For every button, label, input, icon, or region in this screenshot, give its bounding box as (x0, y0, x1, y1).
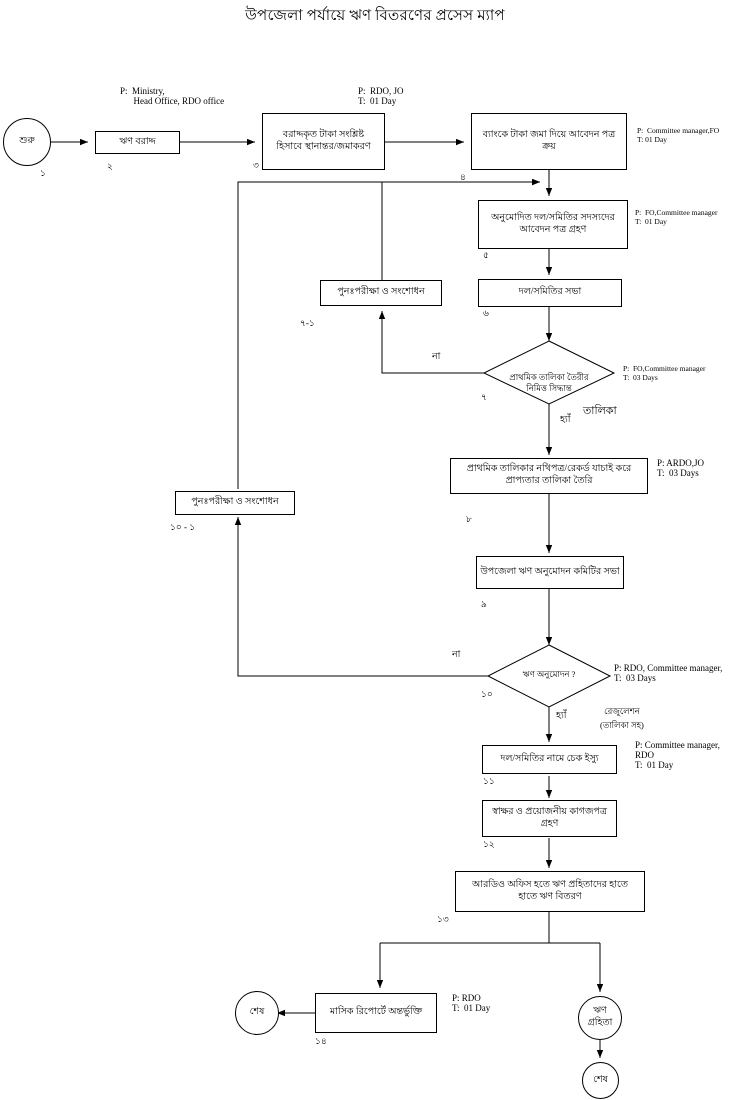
step-number-3: ৩ (253, 160, 259, 170)
end-left-label: শেষ (249, 1007, 265, 1018)
start-node[interactable]: শুরু (3, 118, 51, 166)
branch-label-no-10: না (452, 650, 461, 660)
annotation-talika: তালিকা (583, 405, 617, 417)
edge-13-split (380, 912, 600, 944)
step-number-6: ৬ (483, 308, 489, 318)
node-borrower[interactable]: ঋণ গ্রহিতা (578, 996, 622, 1040)
annotation-ministry: P: Ministry, Head Office, RDO office (120, 86, 225, 106)
decision-10-label[interactable]: ঋণ অনুমোদন ? (479, 669, 619, 680)
step-number-5: ৫ (483, 250, 489, 260)
node-recheck-correction-10[interactable]: পুনঃপরীক্ষা ও সংশোধন (175, 491, 295, 515)
step-number-10: ১০ (481, 689, 493, 699)
decision-10-shape (486, 644, 612, 708)
node-6-label: দল/সমিতির সভা (518, 287, 582, 298)
node-9-label: উপজেলা ঋণ অনুমোদন কমিটির সভা (480, 566, 620, 577)
annotation-rdo-committee-manager: P: RDO, Committee manager, T: 03 Days (614, 663, 723, 683)
node-8-label: প্রাথমিক তালিকার নথিপত্র/রেকর্ড যাচাই কর… (466, 464, 632, 486)
node-receive-applications[interactable]: অনুমোদিত দল/সমিতির সদস্যদের আবেদন পত্র গ… (478, 200, 628, 249)
branch-label-no-7: না (432, 352, 441, 362)
node-monthly-report[interactable]: মাসিক রিপোর্টে অন্তর্ভুক্তি (315, 993, 437, 1033)
step-number-2: ২ (107, 161, 113, 171)
step-number-9: ৯ (481, 599, 487, 609)
annotation-fo-committee-manager: P: FO,Committee manager T: 01 Day (635, 208, 718, 226)
annotation-resolution: রেজুলেশন (তালিকা সহ) (600, 706, 644, 730)
annotation-fo-committee-manager-3days: P: FO,Committee manager T: 03 Days (623, 364, 706, 382)
decision-10-text: ঋণ অনুমোদন ? (522, 669, 576, 679)
node-4-label: ব্যাংকে টাকা জমা দিয়ে আবেদন পত্র ক্রয় (482, 129, 616, 152)
node-14-label: মাসিক রিপোর্টে অন্তর্ভুক্তি (329, 1007, 423, 1018)
step-number-12: ১২ (483, 839, 495, 849)
step-number-7-1: ৭-১ (300, 318, 315, 328)
node-group-meeting[interactable]: দল/সমিতির সভা (478, 279, 622, 307)
node-5-label: অনুমোদিত দল/সমিতির সদস্যদের আবেদন পত্র গ… (491, 212, 615, 235)
node-loan-allocation[interactable]: ঋণ বরাদ্দ (95, 131, 180, 154)
node-upazila-committee-meeting[interactable]: উপজেলা ঋণ অনুমোদন কমিটির সভা (476, 556, 624, 589)
page-title: উপজেলা পর্যায়ে ঋণ বিতরণের প্রসেস ম্যাপ (245, 8, 505, 24)
annotation-committee-manager-rdo: P: Committee manager, RDO T: 01 Day (635, 740, 720, 770)
node-disburse-loan[interactable]: আরডিও অফিস হতে ঋণ প্রহিতাদের হাতে হাতে ঋ… (455, 871, 645, 912)
node-11-label: দল/সমিতির নামে চেক ইস্যু (500, 753, 599, 764)
step-number-13: ১৩ (437, 914, 449, 924)
end-node-left[interactable]: শেষ (235, 991, 279, 1035)
annotation-rdo: P: RDO T: 01 Day (452, 993, 491, 1013)
edge-rework10-to-main (237, 178, 540, 489)
decision-7-text: প্রাথমিক তালিকা তৈরীর নিমিত্ত সিদ্ধান্ত (509, 372, 589, 394)
step-number-11: ১১ (483, 776, 495, 786)
edge-7-no-to-rework (378, 311, 500, 374)
node-verify-records[interactable]: প্রাথমিক তালিকার নথিপত্র/রেকর্ড যাচাই কর… (450, 458, 648, 494)
step-number-4: ৪ (460, 172, 466, 182)
node-2-label: ঋণ বরাদ্দ (119, 136, 156, 147)
node-issue-cheque[interactable]: দল/সমিতির নামে চেক ইস্যু (482, 745, 617, 774)
step-number-7: ৭ (481, 392, 487, 402)
borrower-label: ঋণ গ্রহিতা (587, 1006, 613, 1028)
step-number-14: ১৪ (315, 1036, 327, 1046)
node-7r-label: পুনঃপরীক্ষা ও সংশোধন (337, 287, 425, 298)
node-12-label: স্বাক্ষর ও প্রয়োজনীয় কাগজপত্র গ্রহণ (492, 806, 607, 829)
node-13-label: আরডিও অফিস হতে ঋণ প্রহিতাদের হাতে হাতে ঋ… (472, 879, 628, 902)
step-number-8: ৮ (466, 514, 472, 524)
end-node-right[interactable]: শেষ (582, 1062, 619, 1099)
edge-10-no-to-rework (234, 517, 500, 677)
decision-7-label[interactable]: প্রাথমিক তালিকা তৈরীর নিমিত্ত সিদ্ধান্ত (479, 361, 619, 394)
node-fund-transfer[interactable]: বরাদ্দকৃত টাকা সংশ্লিষ্ট হিসাবে স্থানান্… (262, 113, 385, 170)
node-collect-signatures-documents[interactable]: স্বাক্ষর ও প্রয়োজনীয় কাগজপত্র গ্রহণ (482, 800, 617, 837)
step-number-1: ১ (40, 168, 46, 178)
branch-label-yes-7: হ্যাঁ (560, 415, 571, 425)
step-number-10-1: ১০ - ১ (170, 522, 196, 532)
node-3-label: বরাদ্দকৃত টাকা সংশ্লিষ্ট হিসাবে স্থানান্… (276, 129, 371, 152)
decision-7-shape (482, 340, 616, 405)
node-recheck-correction-7[interactable]: পুনঃপরীক্ষা ও সংশোধন (320, 280, 442, 306)
end-right-label: শেষ (593, 1074, 608, 1085)
annotation-rdo-jo: P: RDO, JO T: 01 Day (358, 86, 404, 106)
branch-label-yes-10: হ্যাঁ (556, 711, 567, 721)
annotation-committee-manager-fo: P: Committee manager,FO T: 01 Day (637, 126, 720, 144)
node-10r-label: পুনঃপরীক্ষা ও সংশোধন (191, 497, 279, 508)
start-label: শুরু (19, 136, 35, 147)
node-bank-deposit-form-purchase[interactable]: ব্যাংকে টাকা জমা দিয়ে আবেদন পত্র ক্রয় (471, 113, 627, 170)
annotation-ardo-jo: P: ARDO,JO T: 03 Days (657, 458, 705, 478)
